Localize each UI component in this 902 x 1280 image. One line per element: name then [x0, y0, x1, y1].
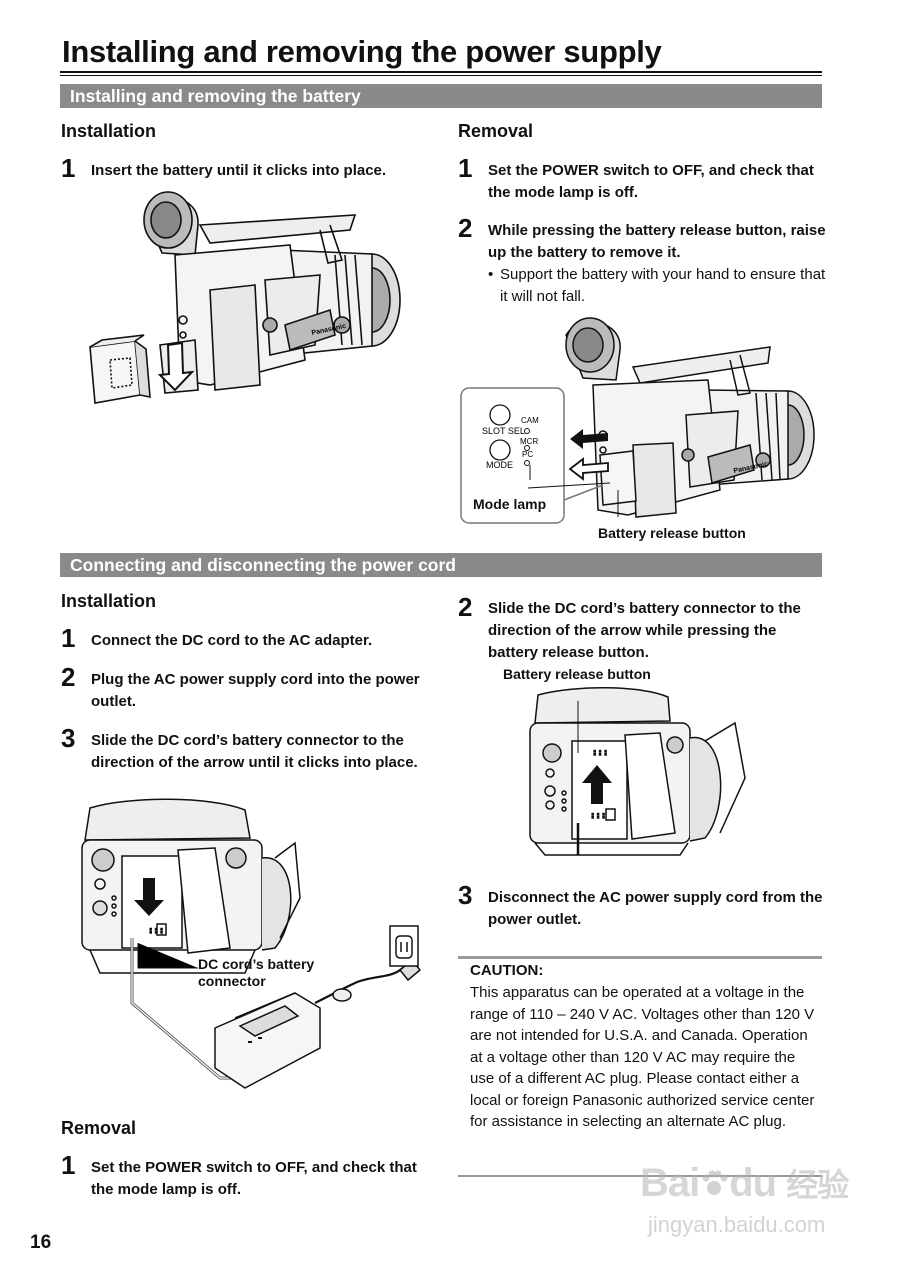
cord-removal-step2-number: 2: [458, 592, 473, 622]
battery-release-button-callout-2: Battery release button: [503, 666, 651, 682]
title-rule-thin: [60, 75, 822, 76]
mode-label: MODE: [486, 460, 513, 470]
page-title: Installing and removing the power supply: [62, 34, 662, 69]
caution-title: CAUTION:: [470, 962, 544, 979]
watermark-cn: 经验: [786, 1167, 849, 1203]
cord-install-step1-text: Connect the DC cord to the AC adapter.: [91, 632, 373, 649]
battery-installation-heading: Installation: [61, 121, 157, 141]
bullet-dot: •: [488, 266, 494, 283]
dc-connector-removal-illustration: ::: :::: [529, 687, 746, 856]
dc-connector-callout-line1: DC cord’s battery: [198, 956, 315, 972]
cam-label: CAM: [521, 416, 539, 425]
watermark-url: jingyan.baidu.com: [648, 1212, 826, 1237]
battery-install-step-text: Insert the battery until it clicks into …: [91, 162, 387, 179]
battery-removal-bullet: Support the battery with your hand to en…: [500, 266, 826, 305]
section-bar-battery: Installing and removing the battery: [60, 84, 822, 108]
cord-install-step3-number: 3: [61, 723, 76, 753]
page-number: 16: [30, 1232, 52, 1253]
dc-cord-connection-illustration: :::: [81, 798, 422, 1089]
cord-install-step3-text: Slide the DC cord’s battery connector to…: [91, 732, 418, 771]
mode-lamp-callout: Mode lamp: [473, 496, 547, 512]
camera-battery-remove-illustration: Panasonic SLOT SEL MODE CAM MCR PC: [460, 317, 815, 524]
cord-removal-step2-text: Slide the DC cord’s battery connector to…: [488, 600, 801, 661]
title-rule: [60, 71, 822, 73]
cord-installation-heading: Installation: [61, 591, 157, 611]
cord-removal-step3-text: Disconnect the AC power supply cord from…: [488, 889, 823, 928]
caution-top-rule: [458, 956, 822, 959]
svg-text::::: :::: [148, 926, 164, 936]
caution-bottom-rule: [458, 1175, 822, 1177]
battery-removal-step1-number: 1: [458, 153, 473, 183]
battery-removal-step2-number: 2: [458, 213, 473, 243]
battery-removal-step1-text: Set the POWER switch to OFF, and check t…: [488, 162, 814, 201]
svg-text::::: :::: [590, 811, 606, 821]
cord-install-step2-number: 2: [61, 662, 76, 692]
camera-battery-insert-illustration: Panasonic: [89, 191, 401, 404]
battery-install-step-number: 1: [61, 153, 76, 183]
section-bar-power-cord: Connecting and disconnecting the power c…: [60, 553, 822, 577]
caution-body: This apparatus can be operated at a volt…: [470, 984, 815, 1130]
battery-release-button-callout: Battery release button: [598, 525, 746, 541]
paw-icon: [702, 1170, 728, 1195]
cord-removal-step3-number: 3: [458, 880, 473, 910]
dc-connector-callout-line2: connector: [198, 973, 266, 989]
battery-removal-step2-text: While pressing the battery release butto…: [488, 222, 826, 261]
slot-sel-label: SLOT SEL: [482, 426, 525, 436]
battery-removal-heading: Removal: [458, 121, 534, 141]
cord-install-step1-number: 1: [61, 623, 76, 653]
mcr-label: MCR: [520, 437, 538, 446]
svg-text::::: :::: [592, 748, 608, 758]
cord-removal-step1-text: Set the POWER switch to OFF, and check t…: [91, 1159, 417, 1198]
watermark-brand-end: du: [729, 1161, 777, 1205]
cord-install-step2-text: Plug the AC power supply cord into the p…: [91, 671, 420, 710]
watermark-brand-text: Bai: [640, 1161, 700, 1205]
cord-removal-step1-number: 1: [61, 1150, 76, 1180]
cord-removal-heading: Removal: [61, 1118, 137, 1138]
pc-label: PC: [522, 450, 533, 459]
